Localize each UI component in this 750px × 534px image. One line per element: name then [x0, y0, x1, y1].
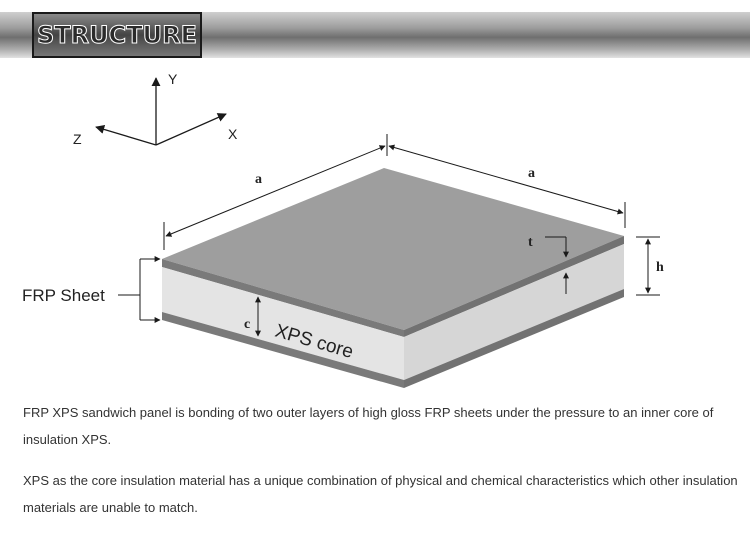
section-title-box: STRUCTURE: [32, 12, 202, 58]
dimension-h: h: [636, 236, 664, 296]
dimension-t: t: [528, 235, 569, 294]
dimension-a-left-label: a: [255, 172, 262, 187]
dimension-a-right-label: a: [528, 166, 535, 181]
dimension-t-label: t: [528, 235, 533, 250]
y-axis-label: Y: [168, 71, 178, 87]
coordinate-axes: Y X Z: [73, 71, 238, 147]
top-frp-layer-left: [162, 259, 404, 337]
description-paragraph-2: XPS as the core insulation material has …: [23, 473, 738, 515]
z-axis-label: Z: [73, 131, 82, 147]
xps-core-right: [404, 244, 624, 380]
section-title: STRUCTURE: [37, 21, 198, 50]
dimension-c-label: c: [244, 317, 250, 332]
dimension-a-right: a: [388, 144, 626, 228]
panel: [162, 168, 624, 388]
x-axis: [155, 113, 227, 146]
bottom-frp-layer-left: [162, 312, 404, 388]
bottom-frp-layer-right: [404, 289, 624, 388]
top-frp-layer-right: [404, 236, 624, 337]
frp-sheet-callout: FRP Sheet: [22, 256, 161, 323]
x-axis-label: X: [228, 126, 238, 142]
dimension-a-left: a: [163, 134, 388, 250]
dimension-h-label: h: [656, 260, 664, 275]
dimension-c: c: [244, 296, 261, 337]
z-axis: [95, 124, 157, 146]
description-paragraph-1: FRP XPS sandwich panel is bonding of two…: [23, 405, 714, 447]
frp-sheet-label: FRP Sheet: [22, 286, 105, 305]
xps-core-left: [162, 267, 404, 380]
